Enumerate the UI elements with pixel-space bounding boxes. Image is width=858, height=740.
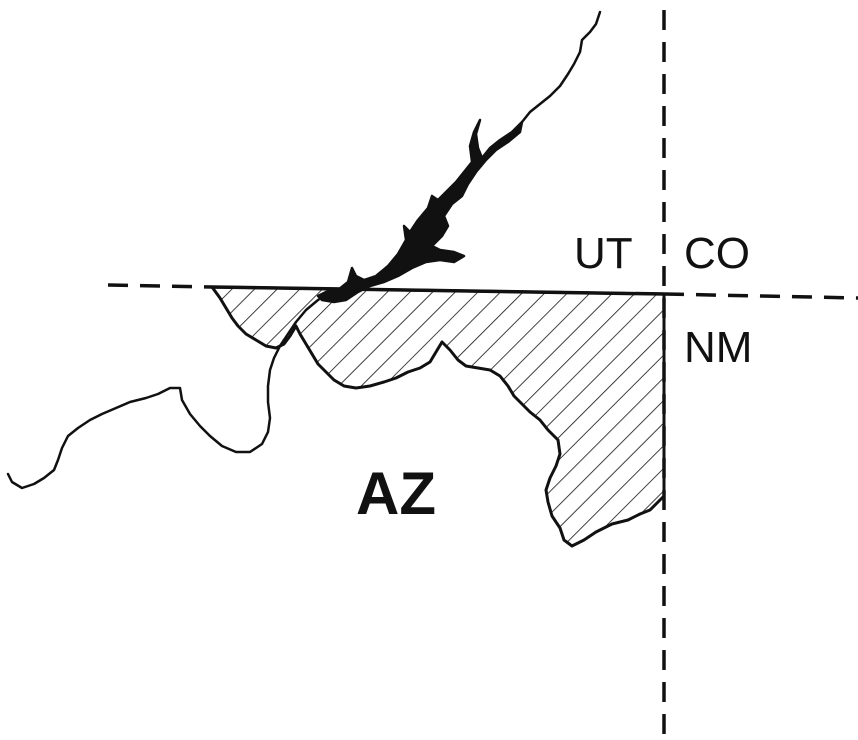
reservoir (316, 118, 524, 304)
state-line-solid-segment (211, 285, 665, 296)
label-arizona: AZ (356, 460, 436, 527)
label-new-mexico: NM (684, 323, 752, 372)
state-line-horizontal-east (663, 292, 858, 300)
state-line-horizontal (107, 283, 213, 289)
label-colorado: CO (684, 229, 750, 278)
label-utah: UT (574, 229, 633, 278)
river (6, 10, 602, 490)
hatched-region (210, 285, 666, 548)
